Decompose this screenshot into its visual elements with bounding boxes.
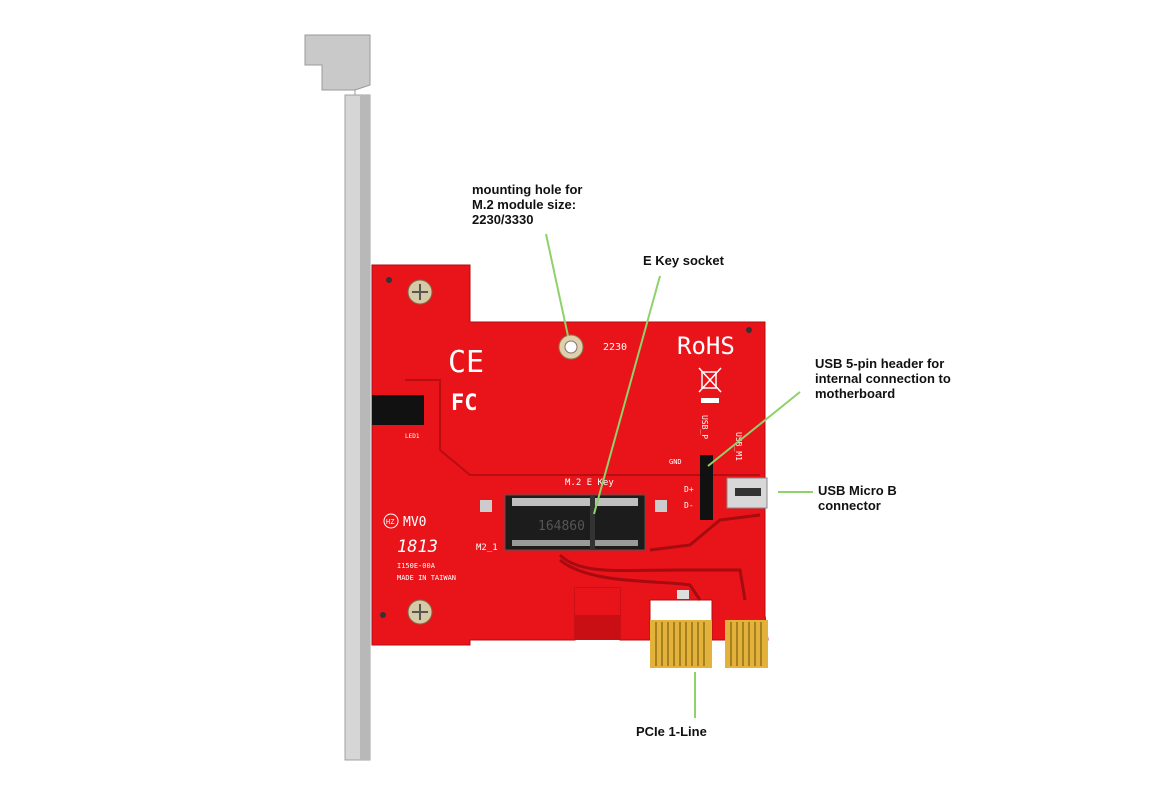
pcb-board: CE FC RoHS 2230 M.2 E Key M2_1 164860 GN… (371, 264, 769, 668)
date-code: 1813 (397, 537, 438, 557)
fcc-mark: FC (451, 391, 478, 416)
e-key-pointer (593, 275, 661, 515)
mounting-hole-pointer (545, 233, 569, 337)
annotation-line: 2230/3330 (472, 212, 534, 227)
usb-header-pointer (707, 391, 801, 467)
led-connector (372, 395, 424, 425)
rohs-mark: RoHS (677, 332, 735, 360)
mounting-hole (558, 334, 584, 360)
mv0-mark: MV0 (403, 515, 426, 530)
screw-bottom (407, 599, 433, 625)
capacitor (655, 500, 667, 512)
annotation-line: connector (818, 498, 881, 513)
annotation-mounting-hole: mounting hole for M.2 module size: 2230/… (472, 182, 582, 227)
hole-size-mark: 2230 (603, 342, 627, 353)
capacitor (480, 500, 492, 512)
metal-bracket (304, 34, 371, 761)
led-label: LED1 (405, 433, 420, 440)
socket-ref: M2_1 (476, 543, 498, 553)
annotation-usb-micro-b: USB Micro B connector (818, 483, 897, 513)
hz-mark: HZ (386, 518, 394, 526)
annotation-pcie: PCIe 1-Line (636, 724, 707, 739)
pcie-gold-fingers (650, 620, 768, 668)
usb-p-label: USB_P (700, 415, 709, 439)
usb-micro-b-connector (726, 477, 768, 509)
m2-e-key-socket (504, 494, 646, 551)
d-minus-label: D- (684, 501, 694, 510)
annotation-usb-header: USB 5-pin header for internal connection… (815, 356, 951, 401)
annotation-line: USB 5-pin header for (815, 356, 945, 371)
annotation-lines (545, 233, 813, 718)
usb-m1-label: USB_M1 (734, 432, 743, 461)
annotation-e-key-socket: E Key socket (643, 253, 724, 268)
origin-mark: MADE IN TAIWAN (397, 574, 456, 582)
weee-icon (698, 367, 722, 393)
capacitor (677, 590, 689, 599)
annotation-line: internal connection to (815, 371, 951, 386)
gnd-label: GND (669, 458, 682, 466)
usb-5pin-header (700, 455, 713, 520)
annotation-line: M.2 module size: (472, 197, 577, 212)
socket-label: M.2 E Key (565, 478, 614, 488)
socket-part-number: 164860 (538, 519, 585, 534)
screw-top (407, 279, 433, 305)
annotation-line: motherboard (815, 386, 896, 401)
ce-mark: CE (448, 345, 484, 380)
model-number: I150E-00A (397, 562, 436, 570)
d-plus-label: D+ (684, 485, 694, 494)
annotation-line: USB Micro B (818, 483, 897, 498)
annotation-line: mounting hole for (472, 182, 583, 197)
